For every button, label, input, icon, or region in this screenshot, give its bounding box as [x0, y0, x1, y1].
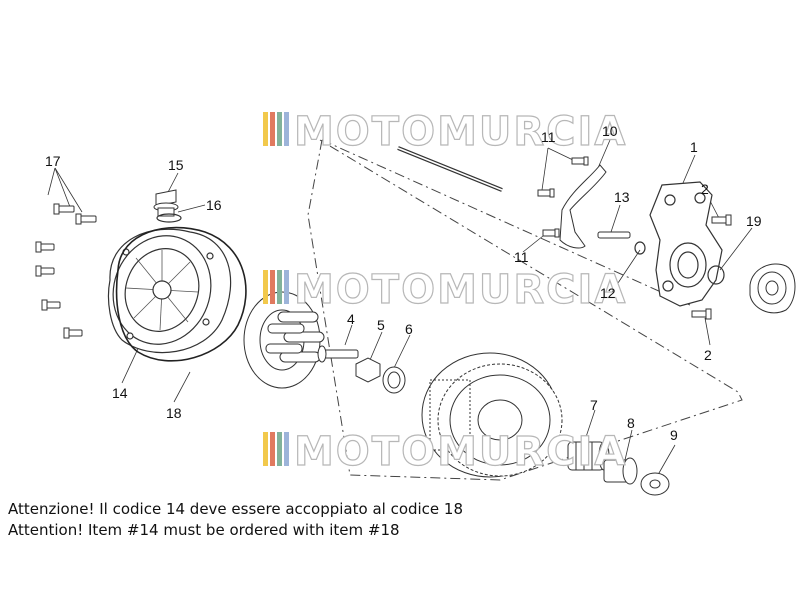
screw	[542, 228, 560, 238]
o-ring	[634, 241, 646, 255]
bolt	[41, 299, 61, 311]
watermark-stripes	[263, 270, 289, 304]
watermark: MOTOMURCIA	[263, 108, 627, 156]
callout-15: 15	[168, 157, 184, 173]
clutch-basket	[421, 352, 563, 478]
pushrod	[317, 345, 359, 363]
bolt	[35, 265, 55, 277]
callout-13: 13	[614, 189, 630, 205]
callout-18: 18	[166, 405, 182, 421]
callout-2-bottom: 2	[704, 347, 712, 363]
callout-8: 8	[627, 415, 635, 431]
bushing	[603, 457, 638, 485]
bracket	[559, 164, 607, 249]
screw	[571, 156, 589, 166]
o-ring	[707, 265, 725, 285]
callout-10: 10	[602, 123, 618, 139]
bolt	[75, 213, 97, 225]
clutch-cover	[107, 228, 232, 354]
screw	[537, 188, 555, 198]
watermark-stripes	[263, 112, 289, 146]
watermark-stripes	[263, 432, 289, 466]
o-ring	[156, 213, 182, 223]
pressure-plate	[243, 291, 325, 389]
callout-17: 17	[45, 153, 61, 169]
callout-11-top: 11	[541, 129, 556, 145]
filler-cap	[153, 189, 179, 217]
bolt	[53, 203, 75, 215]
watermark-text: MOTOMURCIA	[294, 267, 627, 313]
callout-11-bottom: 11	[514, 249, 529, 265]
thrust-washer	[640, 472, 670, 496]
note-english: Attention! Item #14 must be ordered with…	[8, 521, 400, 539]
callout-19: 19	[746, 213, 762, 229]
cover-gasket	[115, 226, 247, 362]
callout-1: 1	[690, 139, 698, 155]
watermark: MOTOMURCIA	[263, 428, 627, 476]
piston-assembly	[749, 263, 796, 314]
callout-5: 5	[377, 317, 385, 333]
bolt	[691, 308, 712, 320]
slave-cylinder-housing	[649, 181, 723, 307]
callout-2-top: 2	[701, 181, 709, 197]
watermark-text: MOTOMURCIA	[294, 429, 627, 475]
bolt	[63, 327, 83, 339]
callout-4: 4	[347, 311, 355, 327]
callout-16: 16	[206, 197, 222, 213]
nut	[355, 357, 381, 383]
note-italian: Attenzione! Il codice 14 deve essere acc…	[8, 500, 464, 518]
callouts: 17 15 16 14 18 4 5 6 7 8 9 10 11 11 13 1…	[45, 123, 762, 443]
lock-washer	[382, 366, 406, 394]
assembly-outline	[307, 139, 743, 481]
bolt	[711, 214, 732, 226]
callout-6: 6	[405, 321, 413, 337]
short-rod	[597, 231, 631, 239]
callout-14: 14	[112, 385, 128, 401]
callout-12: 12	[600, 285, 616, 301]
callout-7: 7	[590, 397, 598, 413]
watermark: MOTOMURCIA	[263, 266, 627, 314]
callout-9: 9	[670, 427, 678, 443]
watermark-text: MOTOMURCIA	[294, 109, 627, 155]
bolt-group-17	[35, 203, 97, 339]
bolt	[35, 241, 55, 253]
